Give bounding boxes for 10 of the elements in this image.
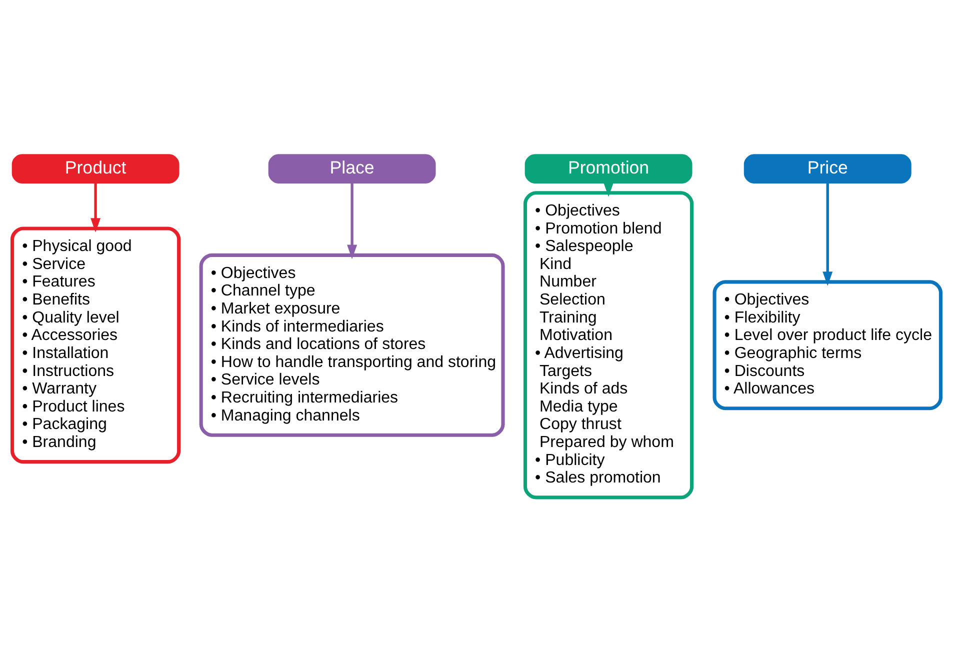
node-box: • Objectives • Channel type • Market exposure • Kinds of intermediaries • Kinds and locations of stores • How to handle transporting and storing • Service levels • Recruiting intermediaries • Managing channels	[199, 253, 505, 437]
node-box: Product	[12, 154, 180, 184]
arrow	[822, 183, 833, 286]
node-box: Price	[744, 154, 912, 184]
node-box: Place	[268, 154, 436, 184]
arrow	[90, 183, 101, 232]
node-box: • Physical good • Service • Features • Benefits • Quality level • Accessories • Installation • Instructions • Warranty • Product lines • Packaging • Branding	[10, 226, 181, 464]
arrow	[347, 183, 358, 260]
node-box: • Objectives • Flexibility • Level over product life cycle • Geographic terms • Discounts • Allowances	[712, 280, 942, 410]
node-box: • Objectives • Promotion blend • Salespeople Kind Number Selection Training Motivation • Advertising Targets Kinds of ads Media type Copy thrust Prepared by whom • Publicity • Sales promotion	[523, 191, 694, 500]
